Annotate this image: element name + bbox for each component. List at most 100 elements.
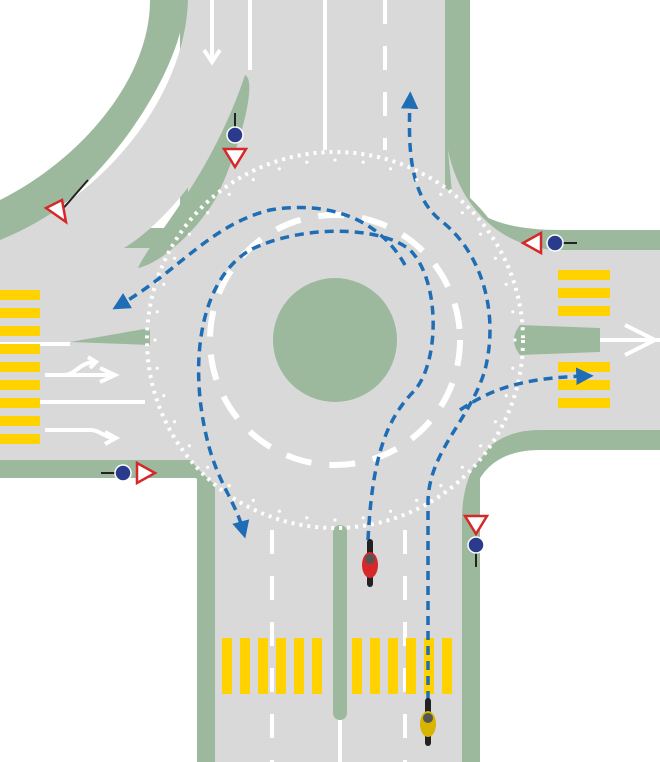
yield-marking	[493, 256, 497, 260]
crosswalk-stripe	[388, 638, 398, 694]
yield-marking	[251, 498, 255, 502]
yield-sign-icon	[43, 198, 68, 225]
crosswalk-stripe	[312, 638, 322, 694]
ring-yield-line	[145, 150, 525, 530]
yield-marking	[439, 192, 443, 196]
yield-marking	[277, 509, 281, 513]
island-bottom-splitter	[333, 525, 347, 720]
crosswalk-stripe	[0, 344, 40, 354]
sign-post	[467, 536, 485, 567]
crosswalk-stripe	[558, 288, 610, 298]
yield-marking	[187, 444, 191, 448]
yield-marking	[460, 465, 464, 469]
yield-sign-icon	[221, 147, 249, 170]
island-right-splitter	[514, 325, 600, 355]
yield-marking	[361, 160, 365, 164]
yield-marking	[389, 167, 393, 171]
yield-marking	[504, 282, 508, 286]
yield-marking	[251, 178, 255, 182]
crosswalk-stripe	[0, 380, 40, 390]
crosswalk-stripe	[0, 290, 40, 300]
motorcycle-icon	[362, 539, 378, 587]
crosswalk-stripe	[0, 362, 40, 372]
crosswalk-stripe	[558, 306, 610, 316]
yield-marking	[479, 232, 483, 236]
crosswalk-stripe	[0, 416, 40, 426]
route-right	[459, 367, 594, 412]
island-left-splitter	[70, 328, 150, 345]
yield-marking	[460, 211, 464, 215]
sign-post	[221, 113, 249, 170]
yield-marking	[227, 192, 231, 196]
yield-marking	[153, 338, 157, 342]
crosswalk-stripe	[258, 638, 268, 694]
roundabout-sign-icon	[546, 234, 564, 252]
yield-marking	[155, 310, 159, 314]
routes	[112, 91, 594, 700]
crosswalk-stripe	[0, 326, 40, 336]
yield-sign-icon	[520, 230, 543, 256]
yield-marking	[333, 518, 337, 522]
lane-arrow-icon	[202, 0, 222, 66]
crosswalk-stripe	[558, 398, 610, 408]
crosswalk-stripe	[442, 638, 452, 694]
yield-marking	[206, 465, 210, 469]
sign-post	[520, 230, 577, 256]
road-top-left-slip	[0, 0, 245, 250]
crosswalk-stripe	[276, 638, 286, 694]
crosswalk-stripe	[240, 638, 250, 694]
yield-marking	[511, 366, 515, 370]
lane-arrows	[45, 0, 660, 446]
route-straight	[400, 91, 492, 700]
yield-marking	[415, 178, 419, 182]
island-top-left	[138, 75, 250, 268]
motorcycle-icon	[420, 698, 436, 746]
yield-marking	[305, 516, 309, 520]
signs	[43, 113, 577, 567]
sign-post	[59, 179, 89, 213]
verge-top-left	[0, 0, 185, 230]
lane-arrow-icon	[45, 428, 121, 446]
lane-arrow-icon	[45, 355, 120, 384]
yield-marking	[513, 338, 517, 342]
crosswalk-stripe	[0, 398, 40, 408]
crosswalk-stripe	[0, 308, 40, 318]
yield-marking	[361, 516, 365, 520]
yield-sign-icon	[135, 460, 158, 486]
yield-marking	[415, 498, 419, 502]
crosswalk-stripe	[558, 270, 610, 280]
crosswalk-stripe	[222, 638, 232, 694]
yield-marking	[187, 232, 191, 236]
crosswalk-stripe	[294, 638, 304, 694]
yield-marking	[173, 420, 177, 424]
crosswalk-stripe	[558, 380, 610, 390]
yield-marking	[162, 282, 166, 286]
roundabout-sign-icon	[467, 536, 485, 554]
yield-sign-icon	[462, 514, 490, 537]
yield-marking	[479, 444, 483, 448]
yield-marking	[439, 484, 443, 488]
crosswalk-stripe	[370, 638, 380, 694]
yield-marking	[333, 158, 337, 162]
crosswalk-stripe	[0, 434, 40, 444]
yield-marking	[493, 420, 497, 424]
crosswalk-stripe	[558, 362, 610, 372]
yield-marking	[227, 484, 231, 488]
yield-marking	[504, 394, 508, 398]
route-left	[112, 205, 407, 310]
yield-marking	[389, 509, 393, 513]
yield-marking	[305, 160, 309, 164]
roundabout-sign-icon	[114, 464, 132, 482]
yield-marking	[206, 211, 210, 215]
crosswalk-stripe	[406, 638, 416, 694]
crosswalk-stripe	[352, 638, 362, 694]
yield-marking	[277, 167, 281, 171]
roundabout-sign-icon	[226, 126, 244, 144]
crosswalks	[0, 270, 610, 694]
central-island	[273, 278, 397, 402]
yield-marking	[155, 366, 159, 370]
ring-lane-divider	[207, 212, 463, 468]
yield-marking	[173, 256, 177, 260]
